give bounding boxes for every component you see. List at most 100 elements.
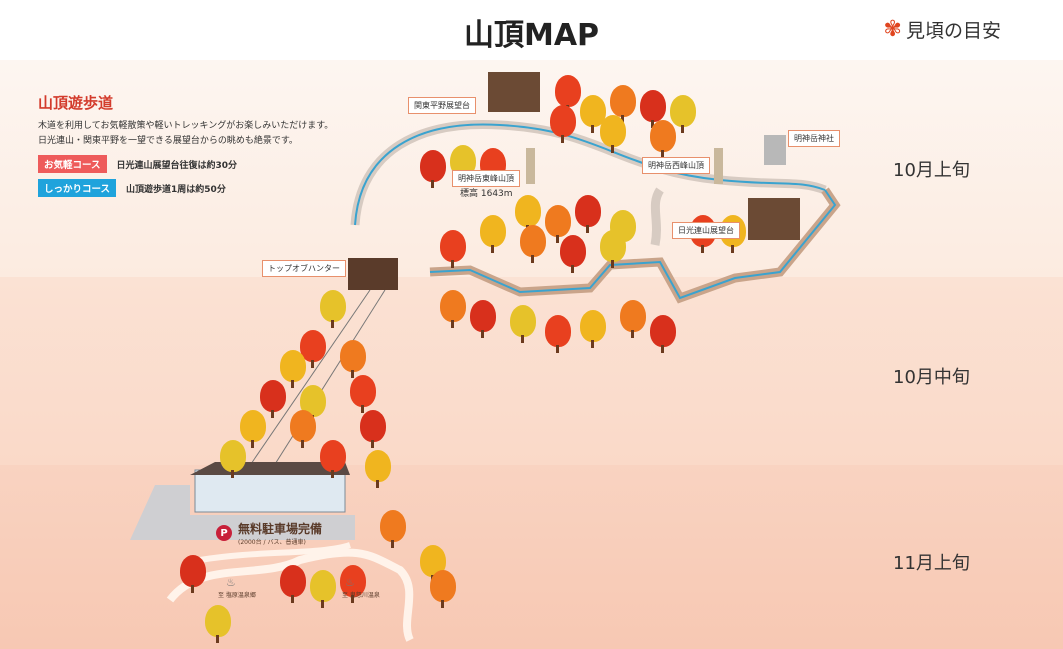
trail-desc-1: 木道を利用してお気軽散策や軽いトレッキングがお楽しみいただけます。: [38, 121, 334, 131]
tree-trunk: [631, 330, 634, 338]
label-nikko-observatory: 日光連山展望台: [672, 222, 740, 239]
course-full-text: 山頂遊歩道1周は約50分: [126, 184, 226, 195]
tree: [515, 195, 541, 227]
tree-trunk: [251, 440, 254, 448]
tree-trunk: [701, 245, 704, 253]
tree-trunk: [361, 405, 364, 413]
tree: [610, 85, 636, 117]
tree-trunk: [661, 150, 664, 158]
tree-trunk: [376, 480, 379, 488]
tree: [555, 75, 581, 107]
tree: [260, 380, 286, 412]
course-easy-text: 日光連山展望台往復は約30分: [116, 160, 238, 171]
tree: [280, 350, 306, 382]
tree: [650, 315, 676, 347]
tree-trunk: [191, 585, 194, 593]
trail-desc-2: 日光連山・関東平野を一望できる展望台からの眺めも絶景です。: [38, 136, 298, 146]
tree: [420, 150, 446, 182]
label-top-station: トップオブハンター: [262, 260, 346, 277]
tree: [430, 570, 456, 602]
parking-info: P 無料駐車場完備 (2000台 / バス、普通車): [216, 520, 322, 546]
season-guide-label: 見頃の目安: [905, 20, 1001, 42]
tree: [600, 230, 626, 262]
tree: [440, 230, 466, 262]
page-title: 山頂MAP: [463, 18, 600, 53]
tree-trunk: [441, 600, 444, 608]
tree-trunk: [291, 380, 294, 388]
tree: [520, 225, 546, 257]
tree-trunk: [491, 245, 494, 253]
tree-trunk: [591, 340, 594, 348]
tree: [545, 315, 571, 347]
tree-trunk: [291, 595, 294, 603]
period-early-october: 10月上旬: [893, 160, 970, 181]
tree: [280, 565, 306, 597]
tree: [510, 305, 536, 337]
tree: [380, 510, 406, 542]
hot-spring-icon: ♨: [345, 576, 355, 589]
tree: [550, 105, 576, 137]
tree: [440, 290, 466, 322]
tree-trunk: [451, 320, 454, 328]
tree-trunk: [621, 115, 624, 123]
tree-trunk: [561, 135, 564, 143]
tree: [290, 410, 316, 442]
parking-icon: P: [216, 525, 232, 541]
tree: [560, 235, 586, 267]
tree-trunk: [351, 370, 354, 378]
tree: [300, 330, 326, 362]
tree-trunk: [331, 320, 334, 328]
tree: [340, 565, 366, 597]
label-west-peak: 明神岳西峰山頂: [642, 157, 710, 174]
tree-trunk: [731, 245, 734, 253]
tree: [620, 300, 646, 332]
tree-trunk: [216, 635, 219, 643]
tree-trunk: [321, 600, 324, 608]
tree-trunk: [301, 440, 304, 448]
course-easy-tag: お気軽コース: [38, 155, 107, 173]
tree-trunk: [651, 120, 654, 128]
label-to-kinugawa: 至 鬼怒川温泉: [342, 592, 380, 599]
tree: [310, 570, 336, 602]
tree: [360, 410, 386, 442]
tree-trunk: [611, 260, 614, 268]
tree: [205, 605, 231, 637]
tree-trunk: [481, 330, 484, 338]
season-guide: ✾ 見頃の目安: [884, 16, 1001, 43]
course-full-tag: しっかりコース: [38, 179, 117, 197]
parking-sub: (2000台 / バス、普通車): [238, 539, 306, 546]
tree-trunk: [451, 260, 454, 268]
tree-trunk: [391, 540, 394, 548]
tree-trunk: [351, 595, 354, 603]
tree: [600, 115, 626, 147]
tree-trunk: [431, 180, 434, 188]
tree: [650, 120, 676, 152]
course-easy: お気軽コース 日光連山展望台往復は約30分: [38, 155, 333, 173]
tree-trunk: [681, 125, 684, 133]
tree-trunk: [531, 255, 534, 263]
tree: [240, 410, 266, 442]
tree-trunk: [591, 125, 594, 133]
tree-trunk: [556, 235, 559, 243]
tree-trunk: [571, 265, 574, 273]
tree-trunk: [556, 345, 559, 353]
tree: [580, 310, 606, 342]
tree-trunk: [661, 345, 664, 353]
tree: [180, 555, 206, 587]
label-to-shiobara: 至 塩原温泉郷: [218, 592, 256, 599]
label-east-peak: 明神岳東峰山頂: [452, 170, 520, 187]
trail-info: 山頂遊歩道 木道を利用してお気軽散策や軽いトレッキングがお楽しみいただけます。 …: [38, 92, 333, 197]
tree: [640, 90, 666, 122]
header: 山頂MAP ✾ 見頃の目安: [0, 0, 1063, 60]
maple-leaf-icon: ✾: [883, 17, 902, 42]
period-mid-october: 10月中旬: [893, 367, 970, 388]
parking-label: 無料駐車場完備: [238, 522, 323, 536]
tree: [575, 195, 601, 227]
tree: [470, 300, 496, 332]
tree: [340, 340, 366, 372]
tree-trunk: [331, 470, 334, 478]
course-full: しっかりコース 山頂遊歩道1周は約50分: [38, 179, 333, 197]
label-shrine: 明神岳神社: [788, 130, 840, 147]
tree: [670, 95, 696, 127]
